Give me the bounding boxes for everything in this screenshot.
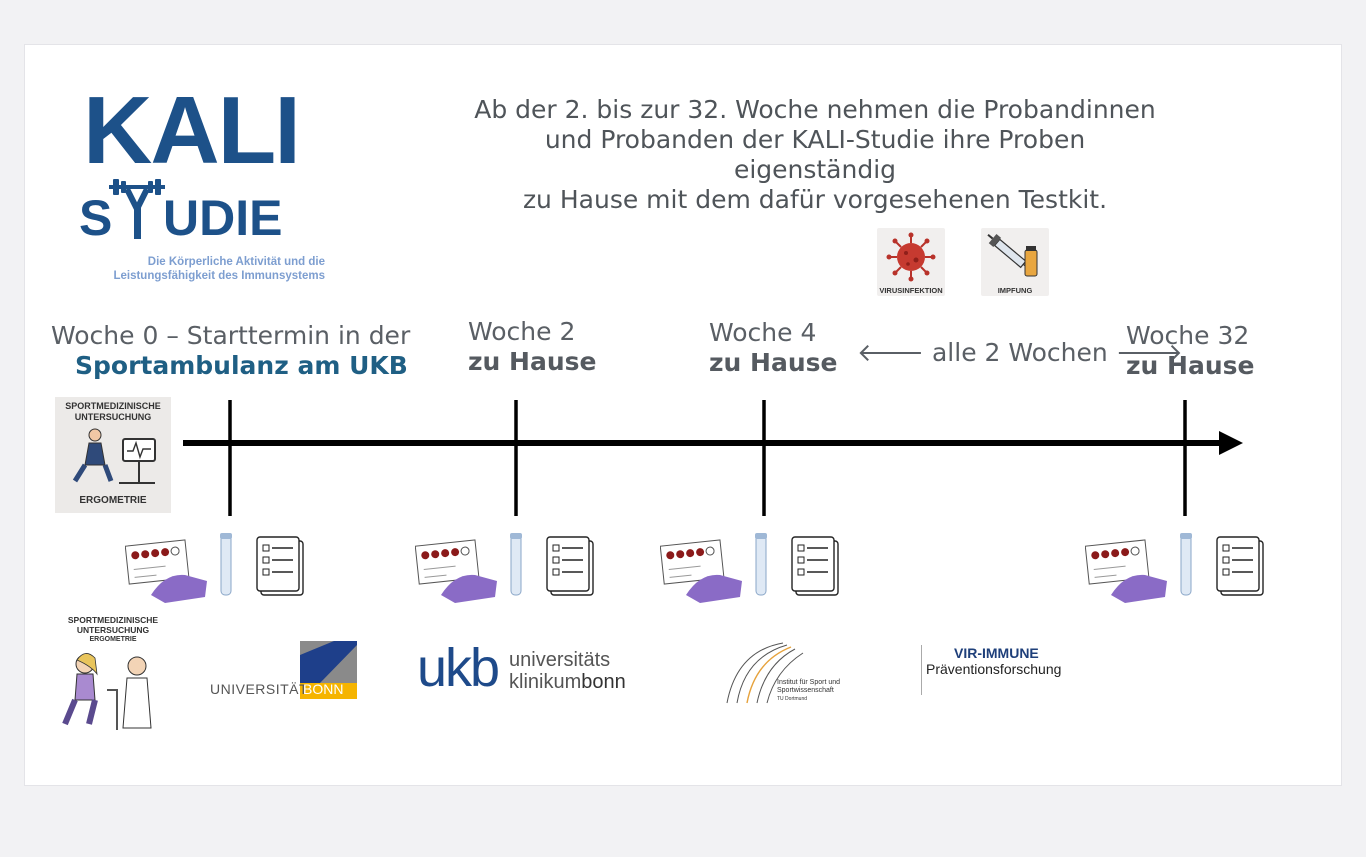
partner-ergo-line-3: ERGOMETRIE xyxy=(89,636,137,643)
timeline-arrowhead xyxy=(1219,431,1243,455)
sample-kit xyxy=(1084,531,1275,613)
uni-bonn-emblem xyxy=(300,641,357,699)
week-0-title: Woche 0 – Starttermin in der xyxy=(51,321,411,350)
logo-letter-s: S xyxy=(79,190,113,246)
timeline-axis xyxy=(183,400,1243,516)
tu-line-1: Institut für Sport und xyxy=(777,679,841,686)
sample-kit xyxy=(414,531,605,613)
description-line-1: Ab der 2. bis zur 32. Woche nehmen die P… xyxy=(474,95,1156,124)
ukb-mark: ukb xyxy=(417,638,500,698)
ukb-bonn: bonn xyxy=(581,671,626,693)
vaccination-card: IMPFUNG xyxy=(981,228,1049,296)
barbell-icon xyxy=(109,179,165,239)
ergometry-card: SPORTMEDIZINISCHE UNTERSUCHUNG ERGOMETRI… xyxy=(55,397,171,513)
tu-line-2: Sportwissenschaft xyxy=(777,687,834,694)
ukb-text-line-1: universitäts xyxy=(509,649,611,671)
blood-card-hand-icon xyxy=(659,533,839,603)
blood-card-hand-icon xyxy=(414,533,594,603)
ergometry-caption-1: SPORTMEDIZINISCHE xyxy=(65,401,161,411)
week-2-label: Woche 2 zu Hause xyxy=(468,317,596,377)
description-line-3: zu Hause mit dem dafür vorgesehenen Test… xyxy=(522,185,1108,214)
vir-immune-logo: VIR-IMMUNE Präventionsforschung xyxy=(921,645,1106,695)
syringe-vial-icon xyxy=(987,233,1038,277)
tu-dortmund-arcs-icon xyxy=(726,642,804,704)
sample-kit xyxy=(659,531,850,613)
partner-ergometry-illustration: SPORTMEDIZINISCHE UNTERSUCHUNG ERGOMETRI… xyxy=(55,615,171,737)
ergometry-label: ERGOMETRIE xyxy=(79,495,147,506)
doctor-patient-icon xyxy=(62,653,152,730)
partner-ergo-line-2: UNTERSUCHUNG xyxy=(76,625,150,635)
vaccination-label: IMPFUNG xyxy=(997,286,1033,295)
virus-icon xyxy=(886,232,936,282)
blood-card-hand-icon xyxy=(1084,533,1264,603)
uni-bonn-left-text: UNIVERSITÄT xyxy=(210,681,309,697)
uni-bonn-logo: UNIVERSITÄT BONN xyxy=(210,641,360,701)
virus-infection-label: VIRUSINFEKTION xyxy=(879,286,943,295)
virus-infection-card: VIRUSINFEKTION xyxy=(877,228,945,296)
tagline-line-2: Leistungsfähigkeit des Immunsystems xyxy=(113,270,325,282)
partner-ergo-line-1: SPORTMEDIZINISCHE xyxy=(67,615,159,625)
week-4-location: zu Hause xyxy=(709,348,838,377)
tagline-line-1: Die Körperliche Aktivität und die xyxy=(147,256,325,268)
vir-immune-subtitle: Präventionsforschung xyxy=(926,661,1062,677)
tu-dortmund-logo: Institut für Sport und Sportwissenschaft… xyxy=(723,641,863,707)
week-0-label: Woche 0 – Starttermin in der Sportambula… xyxy=(51,321,410,381)
timeline-card: KALI S UDIE Die Körperliche Aktivität un… xyxy=(24,44,1342,786)
tu-dortmund-text: Institut für Sport und Sportwissenschaft… xyxy=(777,679,840,703)
week-2-title: Woche 2 xyxy=(468,317,576,346)
week-4-title: Woche 4 xyxy=(709,318,817,347)
week-0-location: Sportambulanz am UKB xyxy=(75,351,408,380)
interval-label: 🡐 alle 2 Wochen 🡒 xyxy=(857,338,1183,367)
logo-letters-udie: UDIE xyxy=(163,190,283,246)
sample-kit xyxy=(124,531,315,613)
kali-logo-studie: S UDIE xyxy=(79,179,339,253)
week-32-label: Woche 32 zu Hause xyxy=(1126,321,1254,381)
vir-immune-title: VIR-IMMUNE xyxy=(954,645,1039,661)
week-2-location: zu Hause xyxy=(468,347,597,376)
week-4-label: Woche 4 zu Hause xyxy=(709,318,837,378)
cyclist-ergometer-icon xyxy=(72,428,156,484)
ergometry-caption-2: UNTERSUCHUNG xyxy=(74,412,152,422)
blood-card-hand-icon xyxy=(124,533,304,603)
ukb-logo: ukb universitäts klinikumbonn xyxy=(417,638,647,701)
uni-bonn-right-text: BONN xyxy=(303,681,344,697)
week-32-location: zu Hause xyxy=(1126,351,1255,380)
tu-line-3: TU Dortmund xyxy=(777,696,808,702)
kali-logo-tagline: Die Körperliche Aktivität und die Leistu… xyxy=(85,255,325,283)
ukb-klinikum: klinikum xyxy=(509,671,582,693)
description-line-2: und Probanden der KALI-Studie ihre Probe… xyxy=(544,125,1086,184)
study-description: Ab der 2. bis zur 32. Woche nehmen die P… xyxy=(465,95,1165,215)
week-32-title: Woche 32 xyxy=(1126,321,1250,350)
kali-logo-title: KALI xyxy=(83,77,301,184)
ukb-text-line-2: klinikumbonn xyxy=(509,671,626,694)
